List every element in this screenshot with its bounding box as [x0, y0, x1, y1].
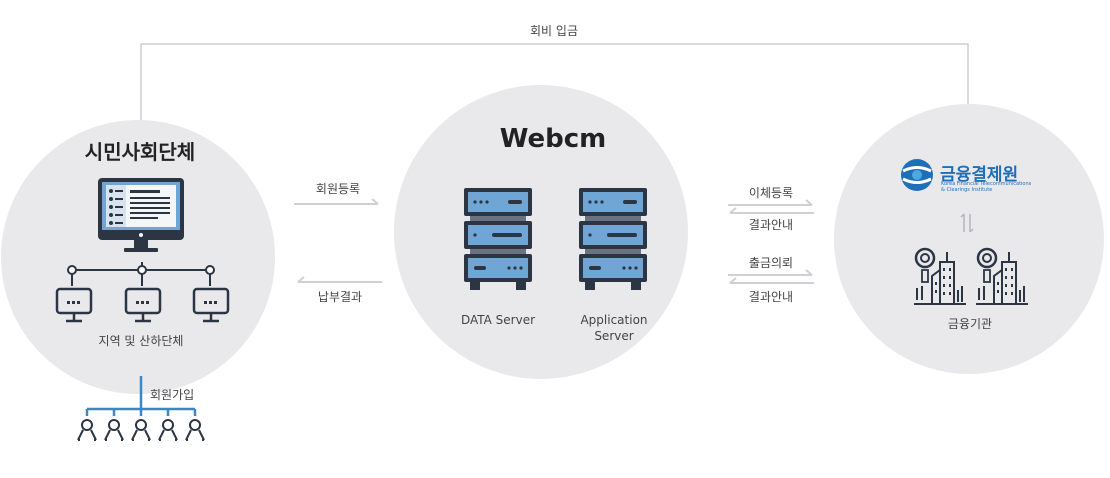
person-icon — [131, 419, 151, 441]
bank-label: 금융기관 — [947, 317, 993, 331]
arrow-label-withdraw-request: 출금의뢰 — [748, 256, 794, 270]
arrow-label-register: 회원등록 — [315, 182, 361, 196]
arrow-label-payment-result: 납부결과 — [317, 290, 363, 304]
left-node-sub-label: 지역 및 산하단체 — [98, 334, 184, 348]
arrow-right-icon — [728, 199, 813, 206]
kftc-logo-subtext: Korea Financial Telecommunications — [941, 181, 1032, 187]
arrow-left-icon — [297, 276, 382, 283]
data-server-label: DATA Server — [460, 313, 536, 327]
kftc-logo-icon — [901, 159, 933, 191]
arrow-right-icon — [294, 198, 379, 205]
small-monitor-icon — [55, 287, 93, 323]
arrow-label-result-notice-2: 결과안내 — [748, 290, 794, 304]
data-server-icon — [464, 188, 532, 290]
small-monitor-icon — [124, 287, 162, 323]
person-icon — [185, 419, 205, 441]
left-node-circle — [1, 120, 275, 394]
kftc-logo-subtext: & Clearings Institute — [941, 187, 993, 193]
monitor-icon — [98, 178, 184, 252]
kftc-logo-text: 금융결제원 — [940, 165, 1019, 185]
bank-building-icon — [976, 247, 1028, 305]
person-icon — [77, 419, 97, 441]
left-node-title: 시민사회단체 — [84, 140, 196, 164]
org-tree-lines — [67, 262, 215, 286]
bank-building-icon — [914, 247, 966, 305]
arrow-label-transfer-register: 이체등록 — [748, 186, 794, 200]
person-icon — [104, 419, 124, 441]
application-server-label: Application Server — [580, 313, 648, 343]
member-join-lines — [85, 376, 197, 416]
arrow-left-icon — [729, 207, 814, 214]
arrow-label-result-notice-1: 결과안내 — [748, 218, 794, 232]
small-monitor-icon — [192, 287, 230, 323]
arrow-left-icon — [729, 277, 814, 284]
application-server-icon — [579, 188, 647, 290]
center-node-title: Webcm — [499, 124, 607, 154]
exchange-arrows-icon — [960, 213, 974, 233]
person-icon — [158, 419, 178, 441]
arrow-right-icon — [728, 269, 813, 276]
right-node-circle — [834, 104, 1104, 374]
top-flow-label: 회비 입금 — [530, 24, 578, 38]
member-join-label: 회원가입 — [150, 388, 195, 402]
